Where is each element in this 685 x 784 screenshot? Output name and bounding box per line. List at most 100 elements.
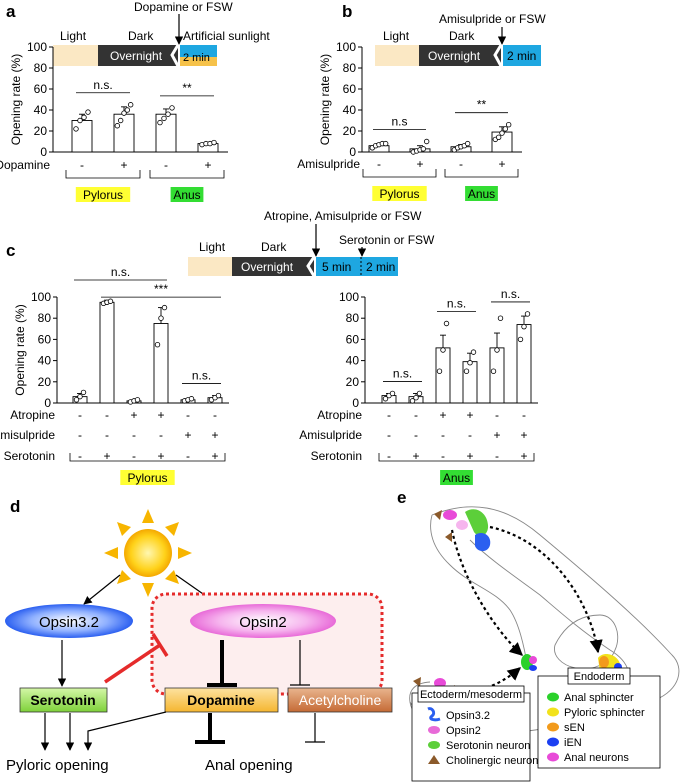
y-tick-label: 40 <box>34 103 48 117</box>
significance-label: ** <box>182 81 192 95</box>
y-tick-label: 100 <box>339 290 359 304</box>
break-mark <box>493 44 503 67</box>
opsin2-cell <box>443 510 457 520</box>
acetylcholine-label: Acetylcholine <box>299 692 382 708</box>
condition-symbol: - <box>132 449 136 463</box>
legend-swatch <box>547 737 559 747</box>
larva-connections <box>444 525 603 693</box>
legend-swatch <box>547 692 559 702</box>
condition-symbol: + <box>412 449 419 463</box>
data-point <box>165 111 171 117</box>
data-point <box>389 390 396 397</box>
condition-symbol: + <box>157 449 164 463</box>
data-point <box>134 397 141 403</box>
dark-phase-bar <box>98 45 178 66</box>
bar <box>153 323 169 404</box>
anal-neuron-cell <box>434 678 446 688</box>
panel-letter-e: e <box>397 488 406 507</box>
panel-letter-c: c <box>6 241 15 260</box>
sen-cell <box>599 656 609 668</box>
opsin32-cell <box>475 533 491 552</box>
group-highlight <box>465 186 498 201</box>
legend-swatch <box>427 707 441 722</box>
data-point <box>416 390 423 397</box>
stim-bar <box>180 45 217 57</box>
bar <box>516 324 532 404</box>
data-point <box>161 304 168 311</box>
stomach-outline <box>554 614 619 670</box>
treatment-label: Amisulpride or FSW <box>439 12 546 26</box>
condition-symbol: - <box>468 428 472 442</box>
dark-phase-bar <box>232 257 314 276</box>
condition-symbol: - <box>213 408 217 422</box>
overnight-label: Overnight <box>110 49 163 63</box>
data-point <box>117 117 124 124</box>
ien-cell <box>529 665 537 671</box>
data-point <box>409 398 416 404</box>
y-axis-label: Opening rate (%) <box>13 304 27 395</box>
significance-label: ** <box>477 98 487 112</box>
group-label: Pylorus <box>127 471 167 485</box>
group-highlight <box>440 470 473 485</box>
condition-row-label: Atropine <box>10 408 55 422</box>
stim-label-1: 5 min <box>322 260 351 274</box>
break-mark <box>306 256 316 277</box>
overnight-label: Overnight <box>241 260 294 274</box>
data-point <box>470 349 477 355</box>
data-point <box>80 389 87 396</box>
data-point <box>420 146 427 152</box>
y-tick-label: 40 <box>346 354 360 368</box>
condition-symbol: - <box>186 408 190 422</box>
legend-label: Anal neurons <box>564 752 629 764</box>
light-label: Light <box>383 29 410 43</box>
condition-symbol: + <box>520 428 527 442</box>
y-tick-label: 80 <box>346 311 360 325</box>
significance-label: n.s. <box>501 287 520 301</box>
timeline-b: Light Dark Overnight 2 min Amisulpride o… <box>375 12 546 67</box>
data-point <box>505 121 512 128</box>
y-tick-label: 100 <box>336 40 356 54</box>
y-tick-label: 80 <box>34 61 48 75</box>
y-tick-label: 60 <box>346 332 360 346</box>
condition-symbol: + <box>211 449 218 463</box>
dark-phase-bar <box>419 45 501 66</box>
condition-row-label: Amisulpride <box>0 428 55 442</box>
legend-label: iEN <box>564 737 582 749</box>
data-point <box>188 396 195 402</box>
legend-label: Pyloric sphincter <box>564 707 645 719</box>
light-phase-bar <box>53 45 98 66</box>
data-point <box>81 114 87 121</box>
condition-symbol: - <box>522 408 526 422</box>
legend-label: Opsin3.2 <box>446 710 490 722</box>
data-point <box>127 102 134 108</box>
bar <box>99 301 115 404</box>
y-axis-label: Opening rate (%) <box>9 54 23 145</box>
y-tick-label: 60 <box>38 332 52 346</box>
condition-symbol: - <box>414 428 418 442</box>
y-tick-label: 60 <box>34 82 48 96</box>
light-label: Light <box>199 240 226 254</box>
condition-symbol: + <box>416 157 423 171</box>
group-highlight <box>120 470 175 485</box>
data-point <box>157 119 163 126</box>
condition-symbol: - <box>387 449 391 463</box>
condition-symbol: - <box>186 449 190 463</box>
condition-row-label: Dopamine <box>0 158 50 172</box>
condition-symbol: - <box>80 158 84 172</box>
significance-label: n.s. <box>393 366 412 380</box>
legend-ectoderm: Ectoderm/mesoderm Opsin3.2Opsin2Serotoni… <box>411 685 538 782</box>
sun-icon <box>104 509 192 597</box>
condition-symbol: - <box>78 449 82 463</box>
group-label: Anus <box>173 188 200 202</box>
condition-symbol: - <box>441 449 445 463</box>
dark-label: Dark <box>128 29 154 43</box>
timeline-c: Light Dark Overnight 5 min 2 min Atropin… <box>188 209 435 277</box>
data-point <box>73 126 79 132</box>
data-point <box>499 130 505 136</box>
panel-letter-a: a <box>6 2 16 21</box>
condition-symbol: + <box>493 428 500 442</box>
panel-letter-d: d <box>10 497 20 516</box>
sunlight-label: Artificial sunlight <box>183 29 270 43</box>
condition-symbol: + <box>184 428 191 442</box>
